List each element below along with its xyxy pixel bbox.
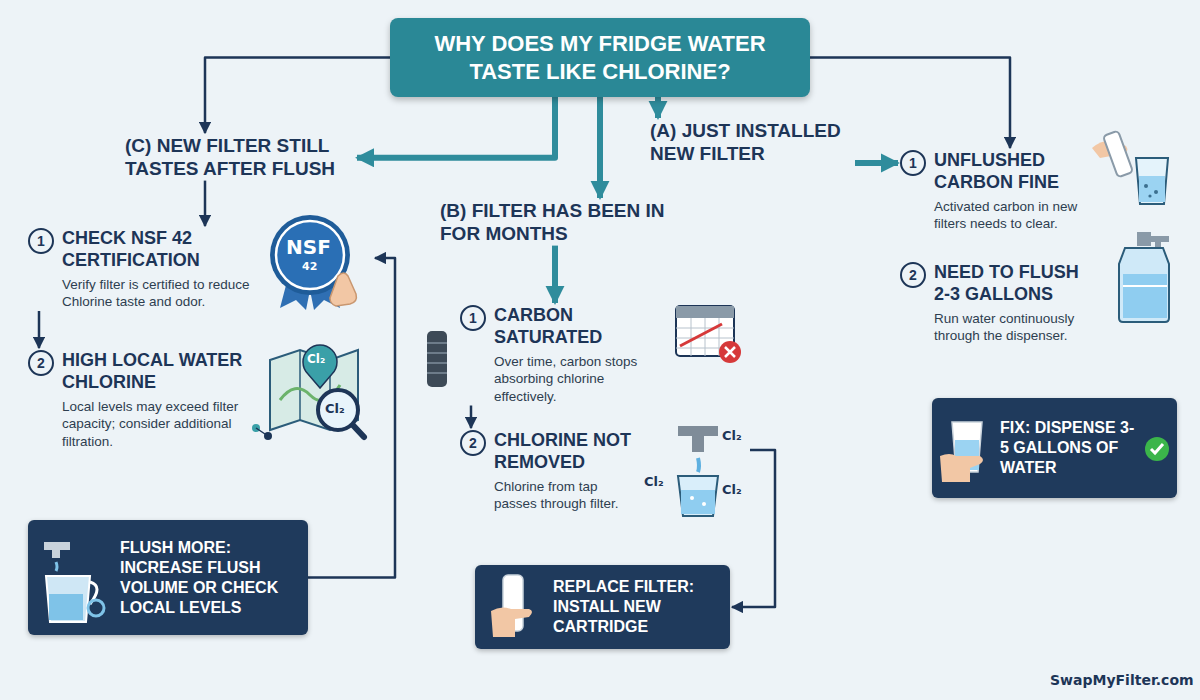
- step-heading: HIGH LOCAL WATER CHLORINE: [62, 350, 248, 394]
- hand-glass-icon: [938, 412, 996, 484]
- icon-label: Cl₂: [325, 401, 345, 416]
- watermark: SwapMyFilter.com: [1050, 672, 1194, 688]
- heading-text: (A) JUST INSTALLED NEW FILTER: [650, 120, 855, 166]
- fix-text: FIX: DISPENSE 3-5 GALLONS OF WATER: [1000, 418, 1139, 478]
- check-mark-icon: [1144, 436, 1170, 462]
- flow-arrow: [655, 97, 661, 118]
- step-heading: CHLORINE NOT REMOVED: [494, 430, 640, 474]
- icon-label: Cl₂: [722, 428, 742, 443]
- fix-box: REPLACE FILTER: INSTALL NEW CARTRIDGE: [475, 565, 730, 649]
- flow-arrow: [308, 258, 395, 578]
- step-description: Over time, carbon stops absorbing chlori…: [494, 353, 660, 406]
- step-heading: UNFLUSHED CARBON FINE: [934, 150, 1085, 194]
- title-box: WHY DOES MY FRIDGE WATER TASTE LIKE CHLO…: [390, 18, 810, 97]
- flow-arrow: [470, 406, 473, 429]
- calendar-icon: [672, 300, 744, 366]
- step-heading: CHECK NSF 42 CERTIFICATION: [62, 228, 253, 272]
- fix-box: FIX: DISPENSE 3-5 GALLONS OF WATER: [932, 398, 1177, 498]
- step-description: Activated carbon in new filters needs to…: [934, 198, 1085, 233]
- cause-step: 1 UNFLUSHED CARBON FINE Activated carbon i…: [900, 150, 1170, 233]
- step-heading: CARBON SATURATED: [494, 305, 660, 349]
- icon-label: NSF: [286, 235, 331, 259]
- cause-step: 2 NEED TO FLUSH 2-3 GALLONS Run water cont…: [900, 262, 1175, 345]
- fix-text: REPLACE FILTER: INSTALL NEW CARTRIDGE: [553, 577, 718, 637]
- fix-text: FLUSH MORE: INCREASE FLUSH VOLUME OR CHE…: [120, 538, 296, 618]
- step-number: 1: [460, 305, 486, 331]
- step-description: Chlorine from tap passes through filter.: [494, 478, 640, 513]
- flow-arrow: [38, 311, 41, 348]
- step-description: Run water continuously through the dispe…: [934, 310, 1087, 345]
- flow-arrow: [204, 181, 207, 226]
- heading-text: (B) FILTER HAS BEEN IN FOR MONTHS: [440, 200, 670, 246]
- step-heading: NEED TO FLUSH 2-3 GALLONS: [934, 262, 1087, 306]
- cause-step: 2 CHLORINE NOT REMOVED Chlorine from tap p…: [460, 430, 750, 513]
- flow-arrow: [732, 450, 775, 607]
- step-description: Local levels may exceed filter capacity;…: [62, 398, 248, 451]
- rinse-filter-icon: [1088, 128, 1173, 208]
- title-text: WHY DOES MY FRIDGE WATER TASTE LIKE CHLO…: [406, 30, 794, 85]
- filter-cartridge-icon: [424, 327, 450, 391]
- water-jug-icon: [1095, 228, 1175, 323]
- cause-step: 1 CHECK NSF 42 CERTIFICATION Verify filter…: [28, 228, 373, 311]
- icon-label: Cl₂: [307, 352, 325, 366]
- fix-box: FLUSH MORE: INCREASE FLUSH VOLUME OR CHE…: [28, 520, 308, 635]
- step-number: 2: [28, 350, 54, 376]
- flow-arrow: [357, 97, 555, 158]
- flow-arrow: [597, 97, 603, 198]
- flow-arrow: [205, 58, 390, 134]
- branch-heading: (C) NEW FILTER STILL TASTES AFTER FLUSH: [125, 135, 355, 181]
- step-description: Verify filter is certified to reduce Chl…: [62, 276, 253, 311]
- flow-arrow: [552, 246, 558, 303]
- cause-step: 2 HIGH LOCAL WATER CHLORINELocal levels m…: [28, 350, 373, 451]
- flow-arrow: [855, 160, 898, 166]
- hand-cartridge-icon: [485, 571, 545, 641]
- step-number: 1: [28, 228, 54, 254]
- step-number: 2: [900, 262, 926, 288]
- icon-label: Cl₂: [644, 474, 664, 489]
- faucet-pitcher-icon: [36, 532, 116, 627]
- step-number: 2: [460, 430, 486, 456]
- icon-label: Cl₂: [722, 482, 742, 497]
- cause-step: 1 CARBON SATURATEDOver time, carbon stops…: [460, 305, 750, 406]
- step-number: 1: [900, 150, 926, 176]
- icon-label: 42: [302, 260, 317, 273]
- branch-heading: (B) FILTER HAS BEEN IN FOR MONTHS: [440, 200, 670, 246]
- branch-heading: (A) JUST INSTALLED NEW FILTER: [650, 120, 855, 166]
- heading-text: (C) NEW FILTER STILL TASTES AFTER FLUSH: [125, 135, 355, 181]
